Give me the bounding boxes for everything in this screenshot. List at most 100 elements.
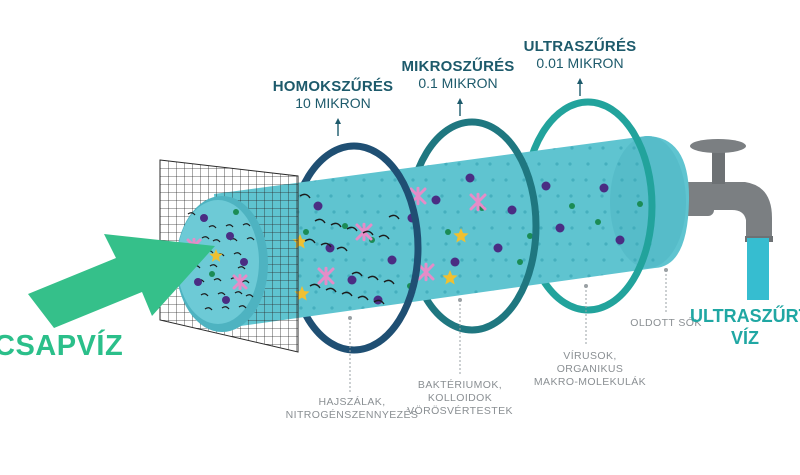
cap-fiber bbox=[225, 224, 234, 228]
caption-ultra-line-2: ORGANIKUS bbox=[556, 363, 624, 376]
particle-purple bbox=[431, 195, 441, 205]
cap-particle bbox=[200, 214, 208, 222]
caption-ultra-line-1: VÍRUSOK, bbox=[563, 350, 617, 362]
stage-ultra-title: ULTRASZŰRÉS bbox=[523, 38, 637, 55]
water-stream bbox=[747, 238, 769, 300]
cap-fiber bbox=[213, 278, 222, 282]
caption-ultra: VÍRUSOK, ORGANIKUS MAKRO-MOLEKULÁK bbox=[525, 350, 655, 389]
stage-micro-title: MIKROSZŰRÉS bbox=[401, 58, 515, 75]
particle-fiber bbox=[330, 222, 342, 228]
particle-fiber bbox=[314, 218, 326, 224]
cap-particle bbox=[240, 258, 248, 266]
particle-purple bbox=[313, 201, 323, 211]
particle-fiber bbox=[357, 295, 369, 301]
leader-dot bbox=[664, 268, 668, 272]
particle-fiber bbox=[373, 299, 385, 305]
caption-leader-lines bbox=[348, 268, 668, 392]
stage-sand-label: HOMOKSZŰRÉS 10 MIKRON bbox=[258, 78, 408, 111]
leader-dot bbox=[348, 316, 352, 320]
particle-green bbox=[637, 201, 643, 207]
contaminant-particles bbox=[292, 173, 643, 305]
particle-purple bbox=[541, 181, 551, 191]
cap-particle bbox=[222, 296, 230, 304]
particle-fiber bbox=[383, 279, 395, 285]
filter-ring-front-2 bbox=[471, 118, 540, 334]
particle-star bbox=[442, 270, 458, 285]
particle-fiber bbox=[304, 238, 316, 244]
cap-fiber bbox=[217, 292, 226, 296]
caption-micro-line-2: KOLLOIDOK bbox=[427, 392, 493, 405]
filter-rings-front bbox=[353, 98, 656, 354]
particle-fiber bbox=[346, 226, 358, 232]
cap-fiber bbox=[208, 225, 217, 229]
cap-particle bbox=[194, 278, 202, 286]
caption-dissolved-salts: OLDOTT SÓK bbox=[630, 317, 702, 329]
particle-green bbox=[527, 233, 533, 239]
particle-fiber bbox=[341, 291, 353, 297]
particle-green bbox=[595, 219, 601, 225]
up-arrow-head bbox=[457, 98, 463, 104]
particle-purple bbox=[387, 255, 397, 265]
cap-fiber bbox=[241, 280, 250, 284]
stage-micro-subtitle: 0.1 MIKRON bbox=[418, 75, 498, 92]
cap-fiber bbox=[201, 236, 210, 240]
particle-fiber bbox=[325, 287, 337, 293]
caption-sand-line-1: HAJSZÁLAK, bbox=[318, 396, 386, 408]
stage-sand-title: HOMOKSZŰRÉS bbox=[272, 78, 394, 95]
particle-fiber bbox=[388, 214, 400, 220]
output-water-line-1: ULTRASZŰRT bbox=[690, 306, 800, 326]
particle-purple bbox=[599, 183, 609, 193]
particle-fiber bbox=[336, 246, 348, 252]
stage-ultra-label: ULTRASZŰRÉS 0.01 MIKRON bbox=[505, 38, 655, 71]
stage-sand-subtitle: 10 MIKRON bbox=[295, 95, 371, 112]
cap-particle bbox=[233, 209, 239, 215]
input-water-label: CSAPVÍZ bbox=[0, 330, 124, 362]
particle-purple bbox=[347, 275, 357, 285]
particle-purple bbox=[325, 243, 335, 253]
output-water-line-2: VÍZ bbox=[730, 327, 759, 348]
cap-fiber bbox=[187, 212, 196, 216]
stage-arrows bbox=[335, 78, 583, 136]
caption-sand: HAJSZÁLAK, NITROGÉNSZENNYEZÉS bbox=[272, 396, 432, 422]
filter-ring-front-1 bbox=[353, 142, 422, 354]
cap-fiber bbox=[238, 305, 247, 309]
cap-fiber bbox=[234, 291, 243, 295]
sediment-cross-section bbox=[176, 196, 268, 332]
caption-ultra-line-3: MAKRO-MOLEKULÁK bbox=[533, 376, 647, 389]
up-arrow-head bbox=[577, 78, 583, 84]
particle-cross bbox=[317, 266, 335, 286]
particle-star bbox=[209, 249, 223, 262]
cap-fiber bbox=[237, 266, 246, 270]
particle-fiber bbox=[378, 234, 390, 240]
filter-ring-front-3 bbox=[587, 98, 656, 314]
particle-fiber bbox=[362, 230, 374, 236]
particle-green bbox=[342, 223, 348, 229]
particle-purple bbox=[465, 173, 475, 183]
particle-star bbox=[453, 228, 469, 243]
particle-fiber bbox=[299, 193, 311, 199]
particle-cross bbox=[469, 192, 487, 212]
stage-ultra-subtitle: 0.01 MIKRON bbox=[536, 55, 624, 72]
particle-cross bbox=[232, 273, 248, 291]
particle-purple bbox=[507, 205, 517, 215]
caption-micro-line-3: VÖRÖSVÉRTESTEK bbox=[407, 405, 513, 418]
cap-fiber bbox=[246, 237, 255, 241]
particle-purple bbox=[493, 243, 503, 253]
up-arrow-head bbox=[335, 118, 341, 124]
output-water-label: ULTRASZŰRT VÍZ bbox=[690, 306, 800, 349]
particle-fiber bbox=[320, 242, 332, 248]
cap-fiber bbox=[200, 293, 209, 297]
particle-green bbox=[517, 259, 523, 265]
stage-micro-label: MIKROSZŰRÉS 0.1 MIKRON bbox=[383, 58, 533, 91]
cap-fiber bbox=[245, 294, 254, 298]
particle-fiber bbox=[309, 283, 321, 289]
cap-fiber bbox=[204, 307, 213, 311]
cap-fiber bbox=[233, 252, 242, 256]
caption-micro-line-1: BAKTÉRIUMOK, bbox=[417, 379, 503, 391]
caption-sand-line-2: NITROGÉNSZENNYEZÉS bbox=[285, 409, 419, 422]
water-input-arrow bbox=[28, 234, 215, 328]
cap-fiber bbox=[209, 264, 218, 268]
cap-fiber bbox=[212, 239, 221, 243]
particle-green bbox=[445, 229, 451, 235]
